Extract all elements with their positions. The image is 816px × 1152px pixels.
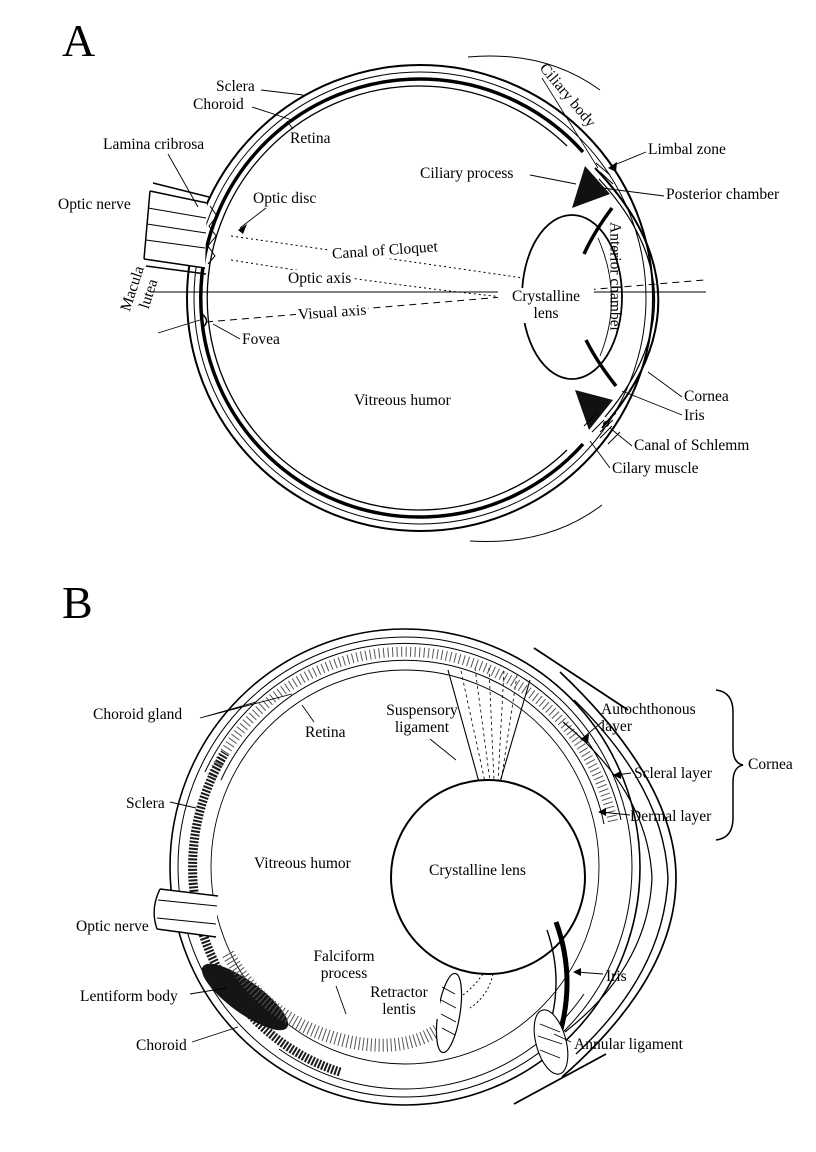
a-optic-nerve-shape [143, 182, 218, 275]
a-ciliary-body-lower [575, 390, 613, 430]
a-label-iris: Iris [684, 407, 705, 424]
b-leader-lines [169, 693, 632, 1043]
panel-b-letter: B [62, 577, 93, 628]
a-label-fovea: Fovea [242, 331, 280, 348]
a-label-retina: Retina [290, 130, 331, 147]
b-iris-cornea [513, 647, 744, 1105]
b-label-iris: Iris [606, 968, 627, 985]
b-label-choroid-gland: Choroid gland [93, 706, 183, 723]
a-label-optic-axis: Optic axis [286, 270, 354, 288]
a-ciliary-body-upper [572, 166, 610, 208]
b-dermal-arrowhead [598, 808, 606, 816]
a-label-optic-nerve: Optic nerve [58, 196, 131, 213]
b-suspensory-ligament-lines [447, 669, 531, 783]
a-iris-lower [584, 339, 618, 388]
a-outer-tissue-arcs [467, 55, 603, 543]
b-optic-nerve-shape [153, 888, 219, 938]
a-label-lamina-cribrosa: Lamina cribrosa [103, 136, 205, 153]
a-limbal-hatch [595, 162, 617, 433]
a-retina-layer [206, 85, 568, 511]
b-label-vitreous-humor: Vitreous humor [252, 855, 353, 873]
b-label-crystalline-lens: Crystalline lens [427, 862, 528, 880]
b-iris-arrowhead [573, 968, 581, 976]
b-label-choroid: Choroid [136, 1037, 187, 1054]
a-canal-of-cloquet-line [230, 235, 524, 279]
b-autochthonous-layer-arc [562, 721, 653, 1033]
a-leader-lines [157, 89, 683, 469]
a-limbal-zone-arrowhead [608, 162, 617, 172]
b-retina-layer [210, 669, 600, 1065]
b-label-retina: Retina [305, 724, 346, 741]
b-scleral-arrowhead [613, 771, 621, 779]
a-label-sclera: Sclera [216, 78, 255, 95]
b-label-annular-ligament: Annular ligament [574, 1036, 683, 1053]
a-label-limbal-zone: Limbal zone [648, 141, 726, 158]
b-label-retractor-lentis: Retractor lentis [358, 984, 440, 1019]
b-dermal-layer-arc [559, 671, 677, 1078]
a-iris-upper [582, 206, 614, 255]
a-ciliary-muscle-hatch [583, 413, 621, 445]
b-lentiform-falciform [201, 950, 453, 1052]
a-anterior-structures [521, 166, 623, 445]
b-label-dermal-layer: Dermal layer [630, 808, 712, 825]
b-label-sclera: Sclera [126, 795, 165, 812]
b-label-suspensory-ligament: Suspensory ligament [386, 702, 458, 737]
a-visual-axis-line [205, 279, 705, 323]
b-cornea-brace [715, 689, 744, 841]
panel-a-letter: A [62, 15, 96, 66]
a-fovea-notch [201, 313, 208, 329]
b-autochthonous-arrowhead [580, 734, 589, 743]
a-label-choroid: Choroid [193, 96, 244, 113]
panel-a-diagram [143, 55, 706, 543]
a-lamina-cribrosa-zigzag [207, 205, 218, 265]
b-label-lentiform-body: Lentiform body [80, 988, 178, 1005]
a-label-vitreous-humor: Vitreous humor [352, 392, 453, 410]
a-label-optic-disc: Optic disc [253, 190, 317, 207]
b-choroid-gland-band [207, 646, 618, 824]
b-label-optic-nerve: Optic nerve [76, 918, 149, 935]
a-axes [152, 235, 706, 329]
a-eye-globe [186, 64, 654, 532]
a-label-cilary-muscle: Cilary muscle [612, 460, 699, 477]
a-label-crystalline-lens: Crystalline lens [498, 288, 594, 323]
b-label-scleral-layer: Scleral layer [634, 765, 712, 782]
a-canal-of-schlemm-dot [603, 421, 609, 427]
b-lentiform-body-shape [201, 963, 289, 1031]
a-label-canal-of-schlemm: Canal of Schlemm [634, 437, 750, 454]
panel-b-diagram [153, 628, 744, 1106]
b-label-cornea: Cornea [748, 756, 793, 773]
a-cornea-shape [594, 162, 660, 433]
a-label-anterior-chamber: Anterior chamber [606, 222, 624, 332]
a-choroid-layer [199, 77, 585, 519]
b-label-autochthonous-layer: Autochthonous layer [601, 701, 696, 736]
b-scleral-choroid-band [188, 750, 342, 1077]
b-scleral-layer-arc [573, 699, 669, 1055]
a-label-cornea: Cornea [684, 388, 729, 405]
b-label-falciform-process: Falciform process [298, 948, 390, 983]
a-label-ciliary-process: Ciliary process [420, 165, 514, 182]
a-optic-disc-arrowhead [238, 224, 247, 234]
a-label-posterior-chamber: Posterior chamber [666, 186, 780, 203]
